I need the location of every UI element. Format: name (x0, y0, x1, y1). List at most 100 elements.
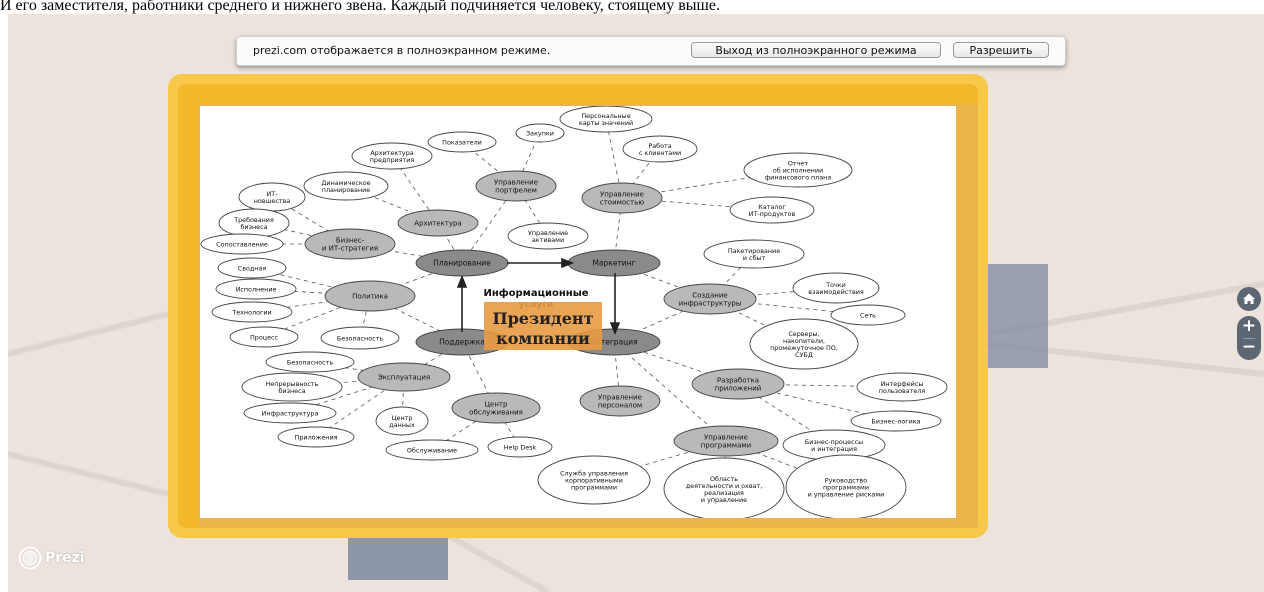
exit-fullscreen-button[interactable]: Выход из полноэкранного режима (691, 42, 941, 58)
node-label-program-leadership: программами (823, 483, 869, 491)
node-label-cost: Управление (600, 191, 644, 199)
node-label-it-news: ИТ- (267, 190, 278, 198)
node-label-network: Сеть (860, 311, 876, 319)
center-title-line-1: Информационные (483, 287, 588, 299)
node-label-servers: накопители, (783, 337, 825, 345)
node-label-program-service: Служба управления (560, 469, 628, 477)
zoom-divider (1243, 338, 1255, 339)
node-label-indicators: Показатели (442, 138, 482, 146)
node-label-financial-report: Отчет (788, 159, 808, 167)
node-program-service: Служба управлениякорпоративнымипрограмма… (537, 455, 651, 505)
node-shape-cost (581, 182, 663, 214)
zoom-out-button[interactable]: − (1237, 338, 1261, 358)
node-summary: Сводная (217, 257, 287, 279)
node-label-program-service: программами (571, 483, 617, 491)
node-shape-policy (324, 280, 416, 312)
node-servers: Серверы,накопители,промежуточное ПО,СУБД (749, 318, 859, 370)
node-label-summary: Сводная (238, 264, 267, 272)
node-shape-asset-mgmt (507, 222, 589, 250)
node-label-program-leadership: и управление рисками (808, 490, 885, 498)
node-label-scope: Область (710, 475, 738, 483)
node-label-security-2: Безопасность (287, 358, 334, 366)
node-label-infrastructure: Создание (692, 292, 727, 300)
node-shape-infra-2 (243, 402, 337, 424)
node-label-continuity: Непрерывность (266, 380, 319, 388)
node-shape-catalog (729, 196, 815, 224)
node-label-service-center: Центр (485, 401, 508, 409)
node-label-servers: Серверы, (788, 330, 819, 338)
plus-icon: + (1241, 316, 1257, 336)
node-label-purchases: Закупки (526, 129, 554, 137)
node-label-enterprise-arch: предприятия (370, 156, 415, 164)
node-label-packaging: и сбыт (743, 254, 766, 262)
node-label-technologies: Технологии (231, 308, 271, 316)
edge-integration-programs (613, 341, 727, 442)
node-label-infrastructure: инфраструктуры (679, 299, 742, 307)
node-label-clients: Работа (648, 142, 671, 150)
node-policy: Политика (324, 280, 416, 312)
node-technologies: Технологии (211, 301, 293, 323)
zoom-controls: + − (1237, 316, 1261, 360)
node-label-comparison: Сопоставление (216, 240, 268, 248)
node-label-dynamic-planning: Динамическое (321, 179, 370, 187)
home-button[interactable] (1237, 287, 1261, 311)
overlay-title-line-1: Президент (492, 309, 593, 328)
node-security-1: Безопасность (320, 326, 400, 350)
node-exploitation: Эксплуатация (357, 362, 451, 392)
node-label-maintenance: Обслуживание (407, 446, 457, 454)
node-shape-architecture (397, 209, 479, 237)
node-label-process: Процесс (250, 333, 279, 341)
node-label-program-service: корпоративными (565, 476, 623, 484)
node-label-user-interfaces: Интерфейсы (881, 380, 924, 388)
node-shape-staff (579, 385, 661, 417)
allow-fullscreen-button[interactable]: Разрешить (953, 42, 1049, 58)
node-shape-user-interfaces (856, 372, 948, 402)
node-label-policy: Политика (352, 293, 388, 301)
node-label-infra-2: Инфраструктура (262, 409, 319, 417)
node-label-interaction-points: взаимодействия (808, 288, 864, 296)
node-label-marketing: Маркетинг (592, 259, 635, 268)
node-label-business-req: Требования (233, 216, 274, 224)
node-label-asset-mgmt: Управление (528, 229, 568, 237)
overlay-box (484, 302, 602, 350)
node-label-servers: промежуточное ПО, (770, 344, 838, 352)
node-shape-personal-maps (559, 106, 653, 133)
node-shape-maintenance (385, 439, 479, 461)
node-label-dynamic-planning: планирование (322, 186, 370, 194)
prezi-logo[interactable]: Prezi (18, 545, 85, 571)
node-shape-financial-report (743, 152, 853, 188)
edge-integration-app-dev (613, 341, 739, 385)
node-shape-program-leadership (785, 454, 907, 518)
node-label-app-dev: приложений (715, 384, 762, 392)
node-shape-applications (277, 426, 355, 448)
node-shape-security-2 (265, 351, 355, 373)
node-label-integration: Интеграция (590, 338, 637, 347)
node-shape-comparison (200, 233, 284, 255)
node-shape-portfolio (475, 170, 557, 202)
node-shape-clients (622, 135, 698, 163)
node-shape-service-center (451, 392, 541, 424)
node-shape-process (229, 326, 299, 348)
node-label-business-it: Бизнес- (336, 237, 365, 245)
node-shape-indicators (427, 131, 497, 153)
node-label-portfolio: портфелем (495, 186, 537, 194)
minus-icon: − (1241, 337, 1257, 357)
node-marketing: Маркетинг (567, 249, 661, 277)
node-architecture: Архитектура (397, 209, 479, 237)
zoom-in-button[interactable]: + (1237, 317, 1261, 337)
node-business-it: Бизнес-и ИТ-стратегия (304, 228, 396, 260)
overlay-title-line-2: компании (496, 329, 590, 348)
node-label-scope: деятельности и охват, (686, 482, 763, 490)
node-shape-purchases (515, 123, 565, 143)
node-label-staff: персоналом (598, 401, 642, 409)
